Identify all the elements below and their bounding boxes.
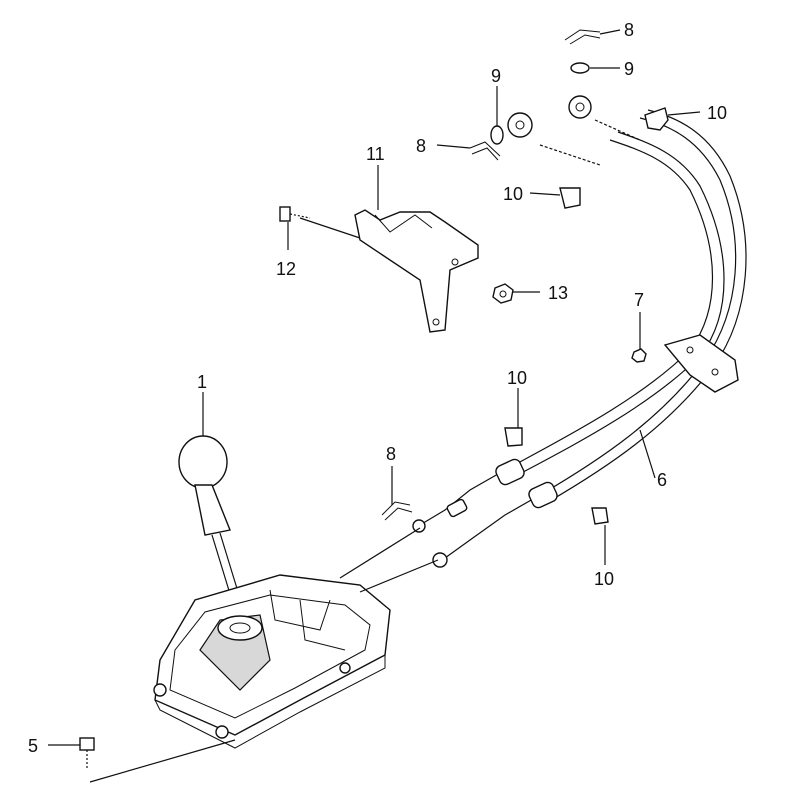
retainer-10-center xyxy=(504,427,523,447)
clip-8-top xyxy=(564,29,601,45)
callout-1: 1 xyxy=(197,372,207,392)
callout-10-top-right: 10 xyxy=(707,103,727,123)
shift-lever-assembly xyxy=(153,435,391,749)
bolt-12 xyxy=(279,206,311,222)
shift-cable-assembly xyxy=(412,95,747,568)
callout-6: 6 xyxy=(657,470,667,490)
callout-12: 12 xyxy=(276,259,296,279)
clip-8-low xyxy=(381,501,413,521)
callout-10-low: 10 xyxy=(594,569,614,589)
callout-10-center: 10 xyxy=(507,368,527,388)
callout-8-mid: 8 xyxy=(416,136,426,156)
cable-bracket xyxy=(354,209,479,333)
washer-9-top xyxy=(570,62,590,74)
callout-10-mid: 10 xyxy=(503,184,523,204)
nut-7 xyxy=(631,348,647,363)
callout-7: 7 xyxy=(634,290,644,310)
callout-9-top: 9 xyxy=(624,59,634,79)
bolt-5 xyxy=(79,737,95,770)
callout-13: 13 xyxy=(548,283,568,303)
callout-8-low: 8 xyxy=(386,444,396,464)
retainer-10-mid xyxy=(559,187,581,209)
callout-8-top: 8 xyxy=(624,20,634,40)
callout-11: 11 xyxy=(366,144,385,164)
callout-5: 5 xyxy=(28,736,38,756)
nut-13 xyxy=(492,283,514,304)
retainer-10-tr xyxy=(644,107,669,131)
clip-8-mid xyxy=(469,141,501,161)
leader-lines xyxy=(48,29,701,783)
washer-9-mid xyxy=(490,125,504,145)
callout-9-mid: 9 xyxy=(491,66,501,86)
retainer-10-low xyxy=(591,507,609,525)
